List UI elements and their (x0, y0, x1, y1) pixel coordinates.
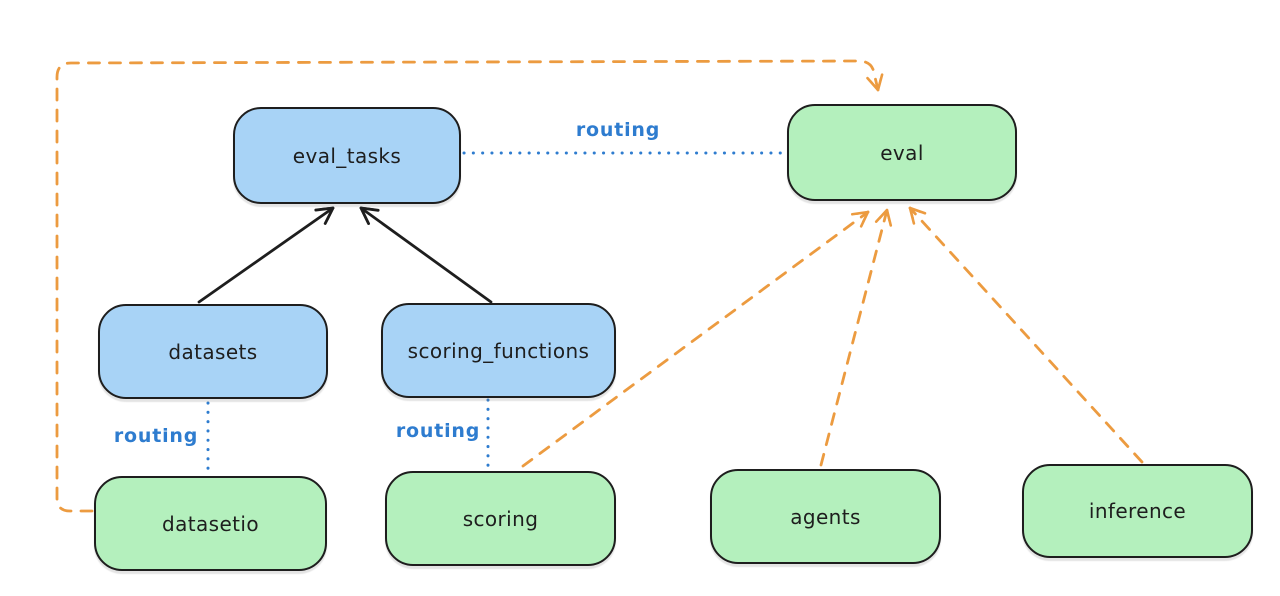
edge-scoring-to-eval (521, 210, 870, 468)
edge-agents-to-eval (819, 208, 893, 467)
node-scoring-functions-label: scoring_functions (407, 338, 590, 363)
node-eval: eval (787, 104, 1017, 201)
node-scoring-functions: scoring_functions (381, 303, 616, 398)
edge-datasets-to-eval-tasks (197, 206, 335, 304)
node-inference-label: inference (1088, 499, 1187, 523)
node-eval-tasks: eval_tasks (233, 107, 461, 204)
node-eval-tasks-label: eval_tasks (292, 143, 402, 168)
node-scoring-label: scoring (462, 506, 539, 531)
edge-label-routing-top: routing (575, 119, 661, 141)
edge-scoring-functions-to-eval-tasks (359, 206, 493, 304)
node-agents: agents (710, 469, 941, 564)
node-scoring: scoring (385, 471, 616, 566)
edge-datasetio-to-eval (55, 59, 884, 513)
edge-label-routing-left: routing (113, 425, 199, 447)
node-inference: inference (1022, 464, 1253, 558)
node-datasetio: datasetio (94, 476, 327, 571)
edge-label-routing-mid: routing (395, 420, 481, 442)
node-datasets: datasets (98, 304, 328, 399)
node-datasets-label: datasets (168, 339, 258, 364)
node-datasetio-label: datasetio (161, 511, 259, 536)
edge-inference-to-eval (908, 206, 1144, 464)
node-agents-label: agents (790, 504, 861, 529)
node-eval-label: eval (880, 140, 924, 165)
